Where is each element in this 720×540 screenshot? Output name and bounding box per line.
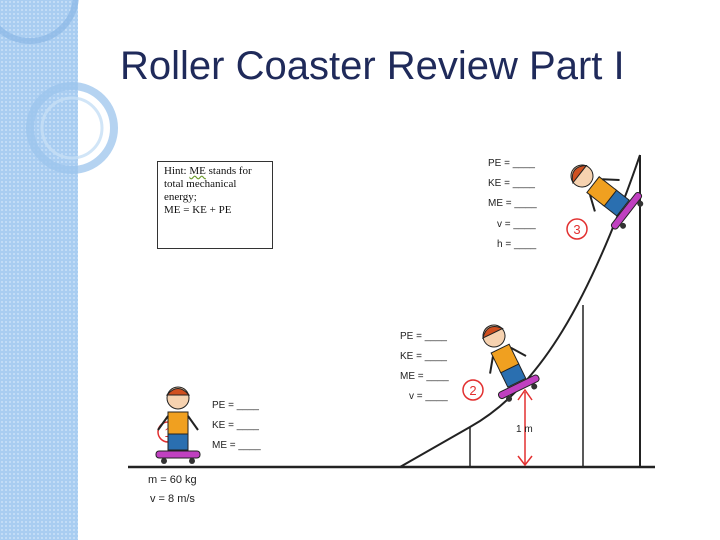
given-velocity: v = 8 m/s [150, 493, 195, 505]
pos1-me-label: ME = ____ [212, 440, 261, 451]
pos3-ke-label: KE = ____ [488, 178, 535, 189]
hint-line-3: energy; [164, 191, 197, 203]
svg-text:3: 3 [573, 222, 580, 237]
hint-line-4: ME = KE + PE [164, 204, 232, 216]
hint-line-2: total mechanical [164, 178, 237, 190]
pos2-pe-label: PE = ____ [400, 331, 447, 342]
decorative-rings [0, 0, 118, 174]
pos2-me-label: ME = ____ [400, 371, 449, 382]
pos3-me-label: ME = ____ [488, 198, 537, 209]
skater-1-illustration [155, 386, 201, 464]
hint-box: Hint: ME stands for total mechanical ene… [157, 161, 273, 249]
given-mass: m = 60 kg [148, 474, 197, 486]
pos3-v-label: v = ____ [497, 219, 536, 230]
height-label: 1 m [516, 424, 533, 435]
pos1-ke-label: KE = ____ [212, 420, 259, 431]
position-marker-3: 3 [566, 218, 588, 240]
position-marker-2: 2 [462, 379, 484, 401]
skater-2-illustration [482, 324, 540, 402]
pos2-ke-label: KE = ____ [400, 351, 447, 362]
pos3-h-label: h = ____ [497, 239, 537, 250]
pos2-v-label: v = ____ [409, 391, 448, 402]
skater-3-illustration [570, 164, 644, 230]
svg-text:2: 2 [469, 383, 476, 398]
pos1-pe-label: PE = ____ [212, 400, 259, 411]
slide-title: Roller Coaster Review Part I [120, 44, 625, 88]
height-arrow [517, 388, 533, 467]
hint-line-1: Hint: ME stands for [164, 165, 252, 177]
pos3-pe-label: PE = ____ [488, 158, 535, 169]
